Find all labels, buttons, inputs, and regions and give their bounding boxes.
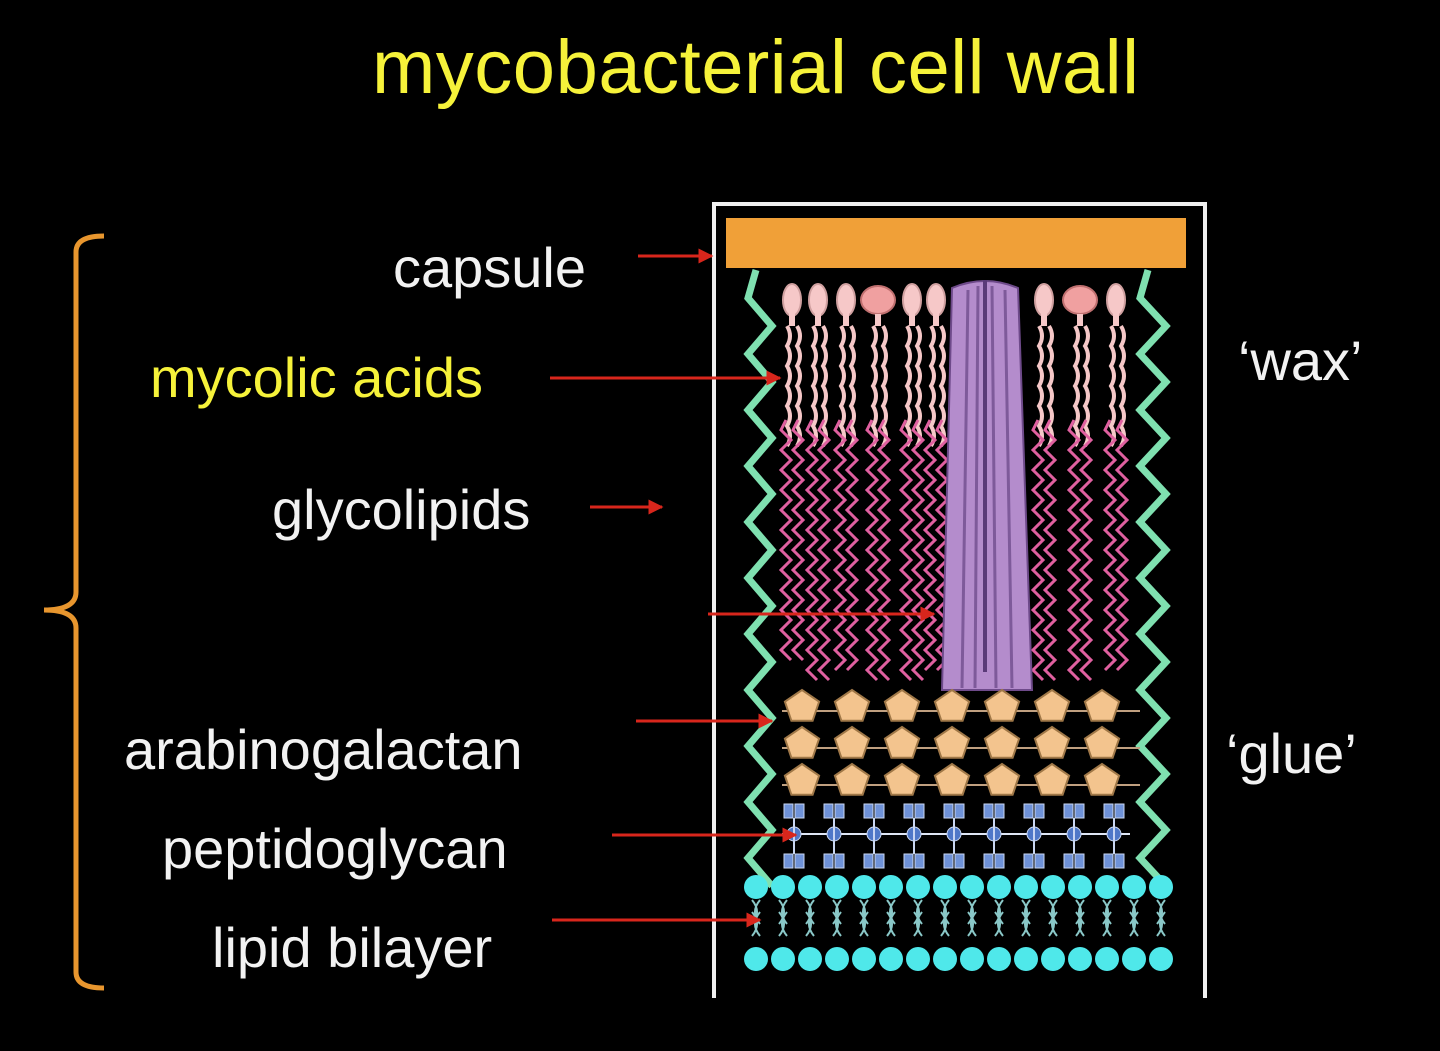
lipid-head-outer: [906, 875, 930, 899]
arabinogalactan-sugar: [833, 688, 871, 722]
lipid-head-inner: [852, 947, 876, 971]
arabinogalactan-sugar: [883, 688, 921, 722]
mycolic-acid-molecule: [832, 283, 860, 672]
arabinogalactan-sugar: [933, 688, 971, 722]
pointer-arrows: [550, 248, 936, 928]
lipid-head-outer: [1122, 875, 1146, 899]
peptidoglycan-unit: [1103, 803, 1125, 869]
zigzag-walls: [743, 269, 1171, 889]
lipid-head-inner: [1014, 947, 1038, 971]
arabinogalactan-sugar: [1033, 688, 1071, 722]
mycolic-acid-molecule: [804, 283, 832, 682]
mycolic-acid-molecule: [860, 285, 896, 682]
label-capsule: capsule: [393, 236, 587, 299]
arabinogalactan-layer: [782, 688, 1140, 796]
arabinogalactan-sugar: [833, 725, 871, 759]
arabinogalactan-sugar: [783, 725, 821, 759]
diagram-frame: [712, 202, 1207, 998]
left-zigzag-wall: [743, 269, 777, 889]
peptidoglycan-unit: [943, 803, 965, 869]
lipid-head-inner: [1095, 947, 1119, 971]
lipid-head-inner: [744, 947, 768, 971]
arabinogalactan-sugar: [983, 688, 1021, 722]
lipid-head-outer: [852, 875, 876, 899]
arabinogalactan-sugar: [883, 725, 921, 759]
lipid-head-outer: [771, 875, 795, 899]
label-wax: ‘wax’: [1238, 329, 1363, 392]
arabinogalactan-sugar: [783, 688, 821, 722]
arabinogalactan-sugar: [933, 762, 971, 796]
lipid-head-inner: [960, 947, 984, 971]
right-zigzag-wall: [1135, 269, 1171, 889]
lipid-head-outer: [960, 875, 984, 899]
mycolic-acid-molecule: [898, 283, 926, 682]
lipid-head-inner: [825, 947, 849, 971]
label-lipid-bilayer: lipid bilayer: [212, 916, 493, 979]
diagram-title: mycobacterial cell wall: [372, 25, 1140, 110]
mycolic-acid-molecule: [778, 283, 806, 662]
lipid-bilayer-layer: [744, 875, 1173, 971]
lipid-head-outer: [933, 875, 957, 899]
lipid-head-outer: [1041, 875, 1065, 899]
arabinogalactan-sugar: [883, 762, 921, 796]
lipid-head-outer: [879, 875, 903, 899]
left-bracket: [43, 233, 105, 991]
label-peptidoglycan: peptidoglycan: [162, 817, 508, 880]
lipid-head-outer: [798, 875, 822, 899]
lipid-head-inner: [987, 947, 1011, 971]
lipid-head-inner: [1041, 947, 1065, 971]
peptidoglycan-unit: [983, 803, 1005, 869]
arabinogalactan-sugar: [833, 762, 871, 796]
lipid-head-outer: [744, 875, 768, 899]
lipid-head-inner: [879, 947, 903, 971]
lipid-head-inner: [906, 947, 930, 971]
mycolic-acid-molecule: [922, 283, 950, 672]
mycolic-acid-molecule: [1030, 283, 1058, 682]
porin-channel: [940, 280, 1034, 691]
arabinogalactan-sugar: [983, 725, 1021, 759]
arabinogalactan-sugar: [1083, 688, 1121, 722]
label-glue: ‘glue’: [1226, 722, 1357, 785]
lipid-head-inner: [933, 947, 957, 971]
lipid-head-outer: [1014, 875, 1038, 899]
peptidoglycan-layer: [782, 803, 1130, 869]
label-mycolic-acids: mycolic acids: [150, 346, 483, 409]
lipid-head-outer: [1095, 875, 1119, 899]
arabinogalactan-sugar: [1033, 725, 1071, 759]
lipid-head-inner: [1122, 947, 1146, 971]
lipid-head-outer: [987, 875, 1011, 899]
lipid-head-inner: [1149, 947, 1173, 971]
mycolic-acid-molecule: [1102, 283, 1130, 672]
lipid-head-inner: [798, 947, 822, 971]
peptidoglycan-unit: [903, 803, 925, 869]
label-glycolipids: glycolipids: [272, 478, 531, 541]
arabinogalactan-sugar: [1033, 762, 1071, 796]
arabinogalactan-sugar: [1083, 762, 1121, 796]
lipid-head-inner: [771, 947, 795, 971]
lipid-head-outer: [825, 875, 849, 899]
lipid-head-outer: [1149, 875, 1173, 899]
lipid-head-outer: [1068, 875, 1092, 899]
peptidoglycan-unit: [863, 803, 885, 869]
arabinogalactan-sugar: [1083, 725, 1121, 759]
peptidoglycan-unit: [1063, 803, 1085, 869]
arabinogalactan-sugar: [933, 725, 971, 759]
arabinogalactan-sugar: [783, 762, 821, 796]
peptidoglycan-unit: [823, 803, 845, 869]
capsule-layer: [726, 218, 1186, 268]
lipid-head-inner: [1068, 947, 1092, 971]
peptidoglycan-unit: [1023, 803, 1045, 869]
arabinogalactan-sugar: [983, 762, 1021, 796]
label-arabinogalactan: arabinogalactan: [124, 718, 523, 781]
mycolic-acid-molecule: [1062, 285, 1098, 682]
mycolic-acid-layer: [778, 283, 1130, 682]
